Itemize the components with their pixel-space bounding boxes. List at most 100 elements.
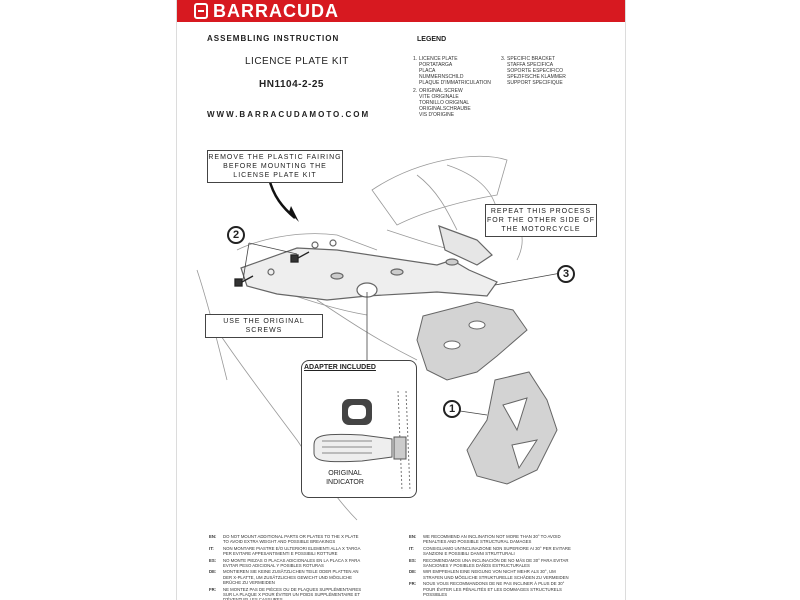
remove-fairing-note: REMOVE THE PLASTIC FAIRING BEFORE MOUNTI…: [207, 150, 343, 183]
warning-line: FR:NE MONTEZ PAS DE PIÈCES OU DE PLAQUES…: [209, 587, 399, 592]
caption-line: ORIGINAL: [328, 470, 362, 477]
legend-line: PLACA: [419, 68, 436, 74]
original-indicator-caption: ORIGINAL INDICATOR: [320, 469, 370, 487]
barracuda-logo-icon: [194, 3, 208, 19]
warning-line: D'ÉVENTUELLES CASSURES: [209, 597, 399, 600]
warning-text: STRAFEN UND MÖGLICHE STRUKTURELLE SCHÄDE…: [423, 574, 569, 580]
legend-line: VITE ORIGINALE: [419, 94, 459, 100]
warning-text: NOUS VOUS RECOMMANDONS DE NE PAS INCLINE…: [423, 581, 565, 587]
legend-line: SUPPORT SPECIFIQUE: [507, 80, 563, 86]
product-name: LICENCE PLATE KIT: [245, 56, 349, 67]
warning-line: SANZIONI E POSSIBILI DANNI STRUTTURALI: [409, 551, 609, 556]
legend-line: SPECIFIC BRACKET: [507, 56, 556, 62]
website-url: WWW.BARRACUDAMOTO.COM: [207, 110, 371, 119]
warning-text: D'ÉVENTUELLES CASSURES: [223, 597, 283, 600]
warning-line: ES: RECOMENDAMOS UNA INCLINACIÓN DE NO MÁ…: [409, 558, 609, 563]
legend-title: LEGEND: [417, 36, 447, 43]
legend-line: ORIGINALSCHRAUBE: [419, 106, 471, 112]
caption-line: INDICATOR: [326, 479, 364, 486]
warning-text: SANZIONI E POSSIBILI DANNI STRUTTURALI: [423, 551, 515, 557]
language-code: FR:: [409, 581, 417, 587]
warning-line: SANCIONES Y POSIBLES DAÑOS ESTRUCTURALES: [409, 563, 609, 568]
warning-line: TO AVOID EXTRA WEIGHT AND POSSIBLE BREAK…: [209, 539, 399, 544]
callout-2: 2: [227, 226, 245, 244]
legend-item-1: 1. LICENCE PLATE PORTATARGA PLACA NUMMER…: [413, 56, 491, 86]
warning-line: DE: WIR EMPFEHLEN EINE NEIGUNG VON NICHT …: [409, 569, 609, 574]
brand-header-bar: BARRACUDA: [177, 0, 625, 22]
language-code: DE:: [209, 569, 217, 575]
brand-name: BARRACUDA: [213, 1, 339, 21]
legend-line: VIS D'ORIGINE: [419, 112, 455, 118]
warning-text: NO MONTE PIEZAS O PLACAS ADICIONALES EN …: [223, 557, 361, 563]
warning-line: DE: MONTIEREN SIE KEINE ZUSÄTZLICHEN TEIL…: [209, 569, 399, 574]
warning-text: MONTIEREN SIE KEINE ZUSÄTZLICHEN TEILE O…: [223, 569, 359, 575]
original-screws: [234, 251, 310, 287]
legend-line: ORIGINAL SCREW: [419, 88, 463, 94]
assembly-diagram: [196, 155, 562, 521]
use-original-screws-note: USE THE ORIGINAL SCREWS: [205, 314, 323, 338]
language-code: FR:: [209, 586, 217, 592]
warning-text: NON MONTARE PIASTRE E/O ULTERIORI ELEMEN…: [223, 545, 361, 551]
legend-line: TORNILLO ORIGINAL: [419, 100, 470, 106]
warning-text: POSSIBLES: [423, 592, 448, 598]
warning-text: DO NOT MOUNT ADDITIONAL PARTS OR PLATES …: [223, 534, 359, 539]
warning-text: CONSIGLIAMO UN'INCLINAZIONE NON SUPERIOR…: [423, 545, 571, 551]
language-code: EN:: [409, 534, 417, 539]
warning-line: EVITAR PESO ADICIONAL Y POSIBLES ROTURAS: [209, 563, 399, 568]
language-code: DE:: [409, 569, 417, 575]
warning-line: STRAFEN UND MÖGLICHE STRUKTURELLE SCHÄDE…: [409, 575, 609, 580]
product-code: HN1104-2-25: [259, 79, 324, 90]
language-code: IT:: [209, 545, 214, 551]
legend-item-3: 3. SPECIFIC BRACKET STAFFA SPECIFICA SOP…: [501, 56, 566, 86]
note-line: LICENSE PLATE KIT: [233, 172, 317, 179]
language-code: IT:: [409, 545, 414, 551]
warning-line: EN: DO NOT MOUNT ADDITIONAL PARTS OR PLAT…: [209, 534, 399, 539]
warning-text: WIR EMPFEHLEN EINE NEIGUNG VON NICHT MEH…: [423, 569, 556, 575]
language-code: EN:: [209, 534, 217, 539]
instruction-sheet: BARRACUDA ASSEMBLING INSTRUCTION LICENCE…: [176, 0, 626, 600]
legend-item-number: 1.: [413, 56, 418, 62]
warning-text: DER X-PLATTE, UM ZUSÄTZLICHES GEWICHT UN…: [223, 574, 352, 580]
warning-text: PER EVITARE APPESANTIMENTI E POSSIBILI R…: [223, 551, 338, 557]
note-line: REPEAT THIS PROCESS: [490, 208, 592, 215]
warnings-left: EN: DO NOT MOUNT ADDITIONAL PARTS OR PLAT…: [209, 534, 399, 600]
warning-text: POUR ÉVITER LES PÉNALITÉS ET LES DOMMAGE…: [423, 586, 562, 592]
legend-item-number: 2.: [413, 88, 418, 94]
bracket-arm: [240, 225, 498, 301]
legend-item-number: 3.: [501, 56, 506, 62]
warning-text: RECOMENDAMOS UNA INCLINACIÓN DE NO MÁS D…: [423, 557, 569, 563]
warning-text: EVITAR PESO ADICIONAL Y POSIBLES ROTURAS: [223, 563, 324, 569]
indicator-body: [313, 433, 393, 463]
callout-3: 3: [557, 265, 575, 283]
assembling-instruction-title: ASSEMBLING INSTRUCTION: [207, 34, 340, 43]
warning-line: FR: NOUS VOUS RECOMMANDONS DE NE PAS INCL…: [409, 581, 609, 586]
warning-text: WE RECOMMEND AN INCLINATION NOT MORE THA…: [423, 534, 561, 539]
warning-text: SANCIONES Y POSIBLES DAÑOS ESTRUCTURALES: [423, 563, 530, 569]
warning-text: PENALTIES AND POSSIBLE STRUCTURAL DAMAGE…: [423, 539, 532, 545]
warning-line: ES: NO MONTE PIEZAS O PLACAS ADICIONALES …: [209, 558, 399, 563]
warning-line: POSSIBLES: [409, 592, 609, 597]
legend-line: NUMMERNSCHILD: [419, 74, 464, 80]
note-line: FOR THE OTHER SIDE OF: [487, 217, 595, 224]
warning-line: EN: WE RECOMMEND AN INCLINATION NOT MORE …: [409, 534, 609, 539]
legend-line: STAFFA SPECIFICA: [507, 62, 554, 68]
repeat-process-note: REPEAT THIS PROCESS FOR THE OTHER SIDE O…: [485, 204, 597, 237]
adapter-included-title: ADAPTER INCLUDED: [304, 364, 376, 371]
language-code: ES:: [209, 557, 217, 563]
warning-line: DER X-PLATTE, UM ZUSÄTZLICHES GEWICHT UN…: [209, 575, 399, 580]
warnings-right: EN: WE RECOMMEND AN INCLINATION NOT MORE …: [409, 534, 609, 597]
warning-text: BRÜCHE ZU VERMEIDEN: [223, 580, 275, 586]
warning-line: POUR ÉVITER LES PÉNALITÉS ET LES DOMMAGE…: [409, 587, 609, 592]
legend-line: SPEZIFISCHE KLAMMER: [507, 74, 566, 80]
language-code: ES:: [409, 557, 417, 563]
note-line: REMOVE THE PLASTIC FAIRING: [208, 154, 342, 161]
legend-line: PLAQUE D'IMMATRICULATION: [419, 80, 491, 86]
note-line: THE MOTORCYCLE: [501, 226, 581, 233]
warning-line: SUR LA PLAQUE X POUR ÉVITER UN POIDS SUP…: [209, 592, 399, 597]
legend-line: SOPORTE ESPECIFICO: [507, 68, 564, 74]
warning-text: TO AVOID EXTRA WEIGHT AND POSSIBLE BREAK…: [223, 539, 336, 545]
warning-line: PER EVITARE APPESANTIMENTI E POSSIBILI R…: [209, 551, 399, 556]
warning-line: IT: CONSIGLIAMO UN'INCLINAZIONE NON SUPER…: [409, 546, 609, 551]
legend-line: PORTATARGA: [419, 62, 453, 68]
warning-line: IT: NON MONTARE PIASTRE E/O ULTERIORI ELE…: [209, 546, 399, 551]
